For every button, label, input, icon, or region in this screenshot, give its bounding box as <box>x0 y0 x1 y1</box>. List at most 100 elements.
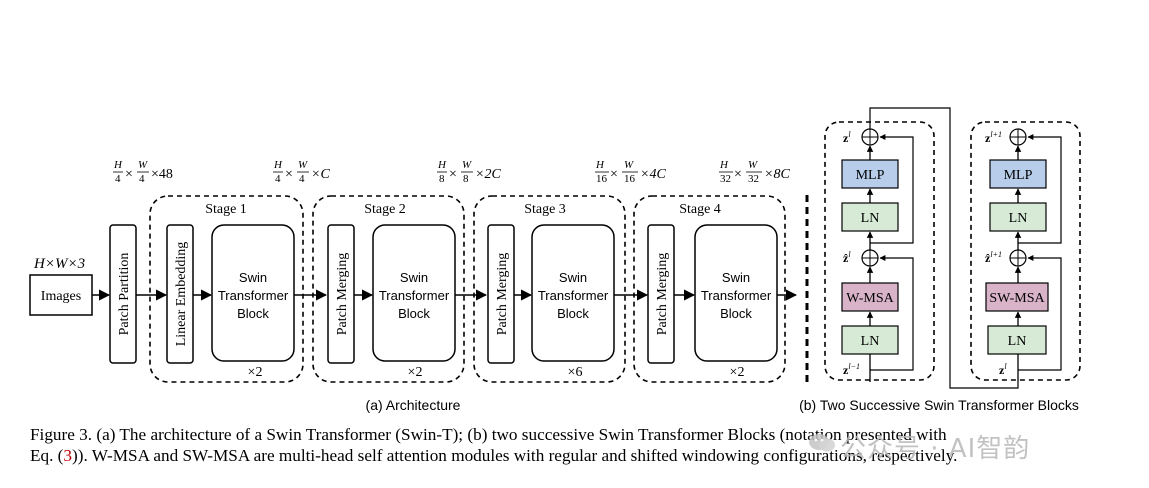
svg-text:W: W <box>462 159 472 171</box>
figure-caption: Figure 3. (a) The architecture of a Swin… <box>30 424 1120 466</box>
swin-block-text: Block <box>398 306 430 321</box>
swin-block-text: Transformer <box>379 288 450 303</box>
svg-text:4: 4 <box>299 173 305 185</box>
patch-merging-box-3 <box>487 224 515 364</box>
stage-3-label: Stage 3 <box>524 202 566 217</box>
caption-text: Eq. ( <box>30 446 64 465</box>
dim-label-2: H 4 × W 4 ×C <box>273 159 330 185</box>
svg-text:4: 4 <box>139 173 145 185</box>
svg-text:8: 8 <box>463 173 469 185</box>
svg-text:H: H <box>595 159 605 171</box>
svg-text:×8C: ×8C <box>764 167 790 182</box>
svg-text:H: H <box>719 159 729 171</box>
svg-text:8: 8 <box>439 173 445 185</box>
swin-block-text: Transformer <box>218 288 289 303</box>
svg-text:×48: ×48 <box>151 167 173 182</box>
patch-merging-label: Patch Merging <box>495 253 510 336</box>
z-hat-label: ẑl <box>843 250 851 265</box>
architecture-figure: H 4 × W 4 ×48 H 4 × W 4 ×C H 8 × W 8 <box>29 107 1081 413</box>
w-msa-label: W-MSA <box>846 291 894 306</box>
equation-reference-link[interactable]: 3 <box>63 446 73 465</box>
svg-text:H: H <box>437 159 447 171</box>
swin-block-text: Block <box>557 306 589 321</box>
ln-label: LN <box>861 334 880 349</box>
dim-label-1: H 4 × W 4 ×48 <box>113 159 173 185</box>
watermark: 公众号 · AI智韵 <box>840 434 1031 464</box>
stage-1-frame <box>149 195 304 383</box>
stage-3-frame <box>473 195 626 383</box>
z-hat-label: ẑl+1 <box>985 250 1002 265</box>
stage-2-repeat: ×2 <box>408 365 423 380</box>
swin-block-detail-left: LN W-MSA LN MLP zl ẑl zl−1 <box>824 121 935 382</box>
input-dims-label: H×W×3 <box>33 256 85 272</box>
caption-text: )). W-MSA and SW-MSA are multi-head self… <box>72 446 958 465</box>
swin-block-text: Swin <box>239 270 267 285</box>
patch-merging-box-4 <box>647 224 675 364</box>
swin-block-text: Block <box>237 306 269 321</box>
patch-partition-box <box>109 224 137 364</box>
images-label: Images <box>41 289 81 304</box>
svg-text:×4C: ×4C <box>640 167 666 182</box>
stage-1-label: Stage 1 <box>205 202 247 217</box>
svg-text:W: W <box>298 159 308 171</box>
ln-box <box>987 325 1047 355</box>
patch-partition-label: Patch Partition <box>117 253 132 336</box>
svg-text:16: 16 <box>624 173 636 185</box>
svg-text:4: 4 <box>275 173 281 185</box>
stage-4-frame <box>633 195 786 383</box>
svg-text:4: 4 <box>115 173 121 185</box>
swin-block-3 <box>531 224 615 362</box>
swin-block-4 <box>694 224 778 362</box>
block-left-frame <box>824 121 935 381</box>
w-msa-box <box>841 282 899 312</box>
swin-block-text: Swin <box>400 270 428 285</box>
linear-embedding-label: Linear Embedding <box>174 242 189 347</box>
swin-block-1 <box>211 224 295 362</box>
z-out-label: zl+1 <box>985 130 1002 145</box>
skip-connection <box>1018 255 1062 371</box>
patch-merging-box-2 <box>327 224 355 364</box>
stage-3-repeat: ×6 <box>568 365 583 380</box>
ln-label: LN <box>1008 334 1027 349</box>
linear-embedding-box <box>166 224 194 364</box>
skip-connection <box>870 255 914 371</box>
svg-text:×: × <box>125 167 133 182</box>
swin-block-text: Swin <box>722 270 750 285</box>
dim-label-5: H 32 × W 32 ×8C <box>719 159 790 185</box>
svg-text:×: × <box>449 167 457 182</box>
z-in-label: zl−1 <box>843 362 860 377</box>
svg-text:H: H <box>273 159 283 171</box>
skip-connection <box>1018 134 1062 244</box>
mlp-label: MLP <box>856 168 885 183</box>
svg-text:32: 32 <box>720 173 731 185</box>
swin-block-text: Transformer <box>538 288 609 303</box>
svg-text:H: H <box>113 159 123 171</box>
mlp-label: MLP <box>1004 168 1033 183</box>
swin-block-text: Transformer <box>701 288 772 303</box>
patch-merging-label: Patch Merging <box>655 253 670 336</box>
stage-2-label: Stage 2 <box>364 202 406 217</box>
subcaption-b: (b) Two Successive Swin Transformer Bloc… <box>799 397 1079 413</box>
svg-text:W: W <box>624 159 634 171</box>
svg-text:W: W <box>748 159 758 171</box>
block-connector <box>869 107 1019 389</box>
stage-2-frame <box>312 195 465 383</box>
svg-text:×C: ×C <box>311 167 330 182</box>
z-out-label: zl <box>843 130 851 145</box>
patch-merging-label: Patch Merging <box>335 253 350 336</box>
stage-4-label: Stage 4 <box>679 202 721 217</box>
ln-label: LN <box>861 211 880 226</box>
wechat-icon <box>809 434 835 452</box>
svg-text:×: × <box>610 167 618 182</box>
ln-box <box>841 202 899 232</box>
stage-4-repeat: ×2 <box>730 365 745 380</box>
block-right-frame <box>970 121 1081 381</box>
swin-block-text: Swin <box>559 270 587 285</box>
svg-text:W: W <box>138 159 148 171</box>
svg-text:×: × <box>285 167 293 182</box>
swin-block-detail-right: LN SW-MSA LN MLP zl+1 ẑl+1 zl <box>970 121 1081 382</box>
subcaption-a: (a) Architecture <box>366 397 461 413</box>
svg-text:×2C: ×2C <box>475 167 501 182</box>
svg-text:32: 32 <box>748 173 759 185</box>
